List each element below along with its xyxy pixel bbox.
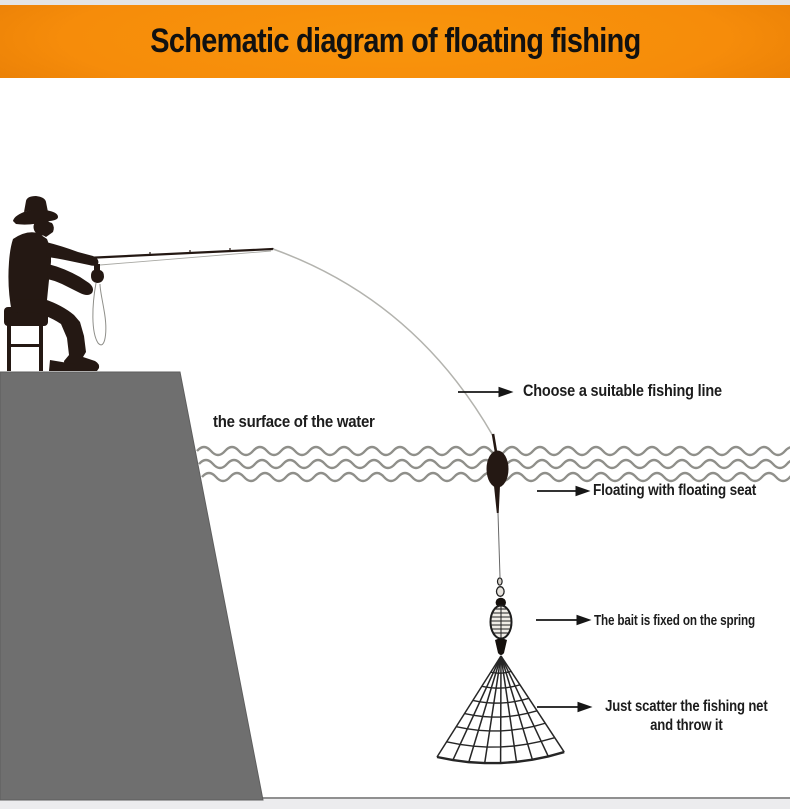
fishing-net-label-line2: and throw it	[650, 716, 723, 734]
bottom-border-line	[0, 797, 790, 799]
spring-feeder-icon	[489, 597, 513, 655]
float-bobber-icon	[486, 433, 509, 513]
fishing-rod-icon	[84, 247, 275, 266]
fishing-net-label: Just scatter the fishing net and throw i…	[590, 698, 783, 736]
top-border-strip	[0, 0, 790, 5]
title-banner: Schematic diagram of floating fishing	[0, 5, 790, 78]
stool-icon	[4, 307, 48, 371]
fishing-line-label: Choose a suitable fishing line	[523, 381, 722, 400]
page-title: Schematic diagram of floating fishing	[149, 22, 641, 60]
bait-spring-label: The bait is fixed on the spring	[594, 612, 755, 629]
float-seat-label: Floating with floating seat	[593, 482, 757, 499]
slack-line-icon	[92, 282, 107, 346]
fisherman-silhouette-icon	[8, 196, 104, 371]
fishing-line-icon	[272, 248, 494, 437]
water-surface-label: the surface of the water	[213, 412, 375, 431]
arrow-fishing-line	[458, 386, 514, 398]
bottom-border-strip	[0, 799, 790, 809]
arrow-bait-spring	[536, 614, 592, 626]
swivel-beads-icon	[495, 512, 505, 597]
fishing-net-label-line1: Just scatter the fishing net	[605, 698, 768, 715]
arrow-float-seat	[537, 485, 591, 497]
cliff-shape	[0, 371, 264, 801]
arrow-fishing-net	[537, 701, 593, 713]
fishing-net-icon	[436, 655, 565, 765]
